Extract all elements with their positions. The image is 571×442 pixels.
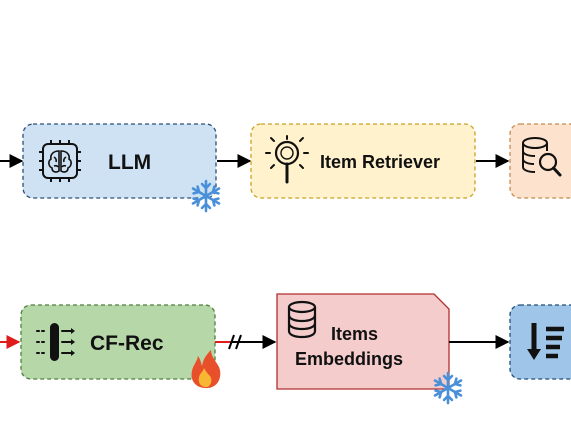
item-retriever-label: Item Retriever <box>320 152 440 172</box>
cf-rec-node[interactable]: CF-Rec <box>20 304 216 380</box>
sort-descending-icon <box>527 323 564 360</box>
right-bottom-node[interactable] <box>509 304 571 380</box>
flame-icon <box>191 350 221 388</box>
database-icon <box>287 300 317 339</box>
right-top-node[interactable] <box>509 123 571 199</box>
item-retriever-node[interactable]: Item Retriever <box>250 123 476 199</box>
magnifier-icon <box>265 135 309 184</box>
llm-node[interactable]: LLM <box>22 123 217 199</box>
cf-rec-label: CF-Rec <box>90 332 164 355</box>
brain-chip-icon <box>39 140 81 182</box>
llm-label: LLM <box>108 151 151 174</box>
items-embeddings-label-line1: Items <box>331 324 378 344</box>
database-search-icon <box>522 137 562 177</box>
filter-arrows-icon <box>36 323 75 361</box>
items-embeddings-node[interactable]: Items Embeddings <box>276 293 450 390</box>
edge-cf-rec-to-items-embeddings <box>215 334 277 350</box>
items-embeddings-label-line2: Embeddings <box>295 349 403 369</box>
